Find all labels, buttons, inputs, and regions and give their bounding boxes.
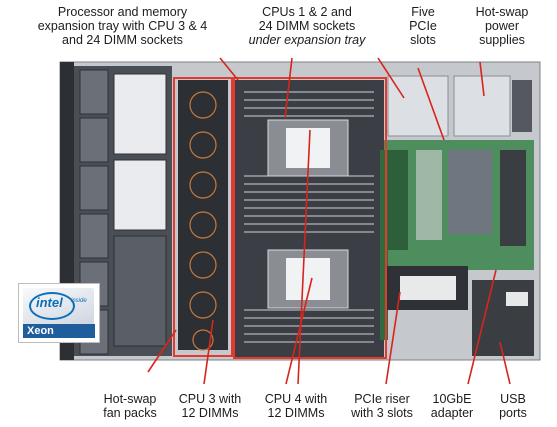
fan-packs	[178, 80, 228, 351]
intel-xeon-badge: intel inside Xeon	[18, 283, 100, 343]
intel-logo-ring	[29, 292, 75, 320]
label-pcie-riser: PCIe riser with 3 slots	[351, 392, 413, 420]
label-10gbe-adapter: 10GbE adapter	[430, 392, 474, 420]
label-cpu3: CPU 3 with 12 DIMMs	[178, 392, 242, 420]
intel-wordmark: intel	[36, 295, 63, 310]
inside-wordmark: inside	[71, 298, 87, 304]
motherboard	[380, 140, 534, 340]
label-cpu4: CPU 4 with 12 DIMMs	[264, 392, 328, 420]
label-pcie-slots: Five PCIe slots	[409, 5, 437, 47]
xeon-wordmark: Xeon	[27, 325, 54, 337]
label-usb-ports: USB ports	[499, 392, 527, 420]
label-processor-tray: Processor and memory expansion tray with…	[37, 5, 208, 47]
drive-bays	[79, 69, 167, 355]
label-power-supplies: Hot-swap power supplies	[475, 5, 529, 47]
callout-arrows	[147, 57, 511, 385]
tray-outline	[173, 77, 387, 359]
label-fan-packs: Hot-swap fan packs	[103, 392, 157, 420]
expansion-tray	[234, 80, 384, 358]
pcie-psu-area	[386, 75, 534, 356]
badge-bar	[23, 324, 95, 338]
label-cpus-1-2: CPUs 1 & 2 and 24 DIMM sockets under exp…	[248, 5, 366, 47]
